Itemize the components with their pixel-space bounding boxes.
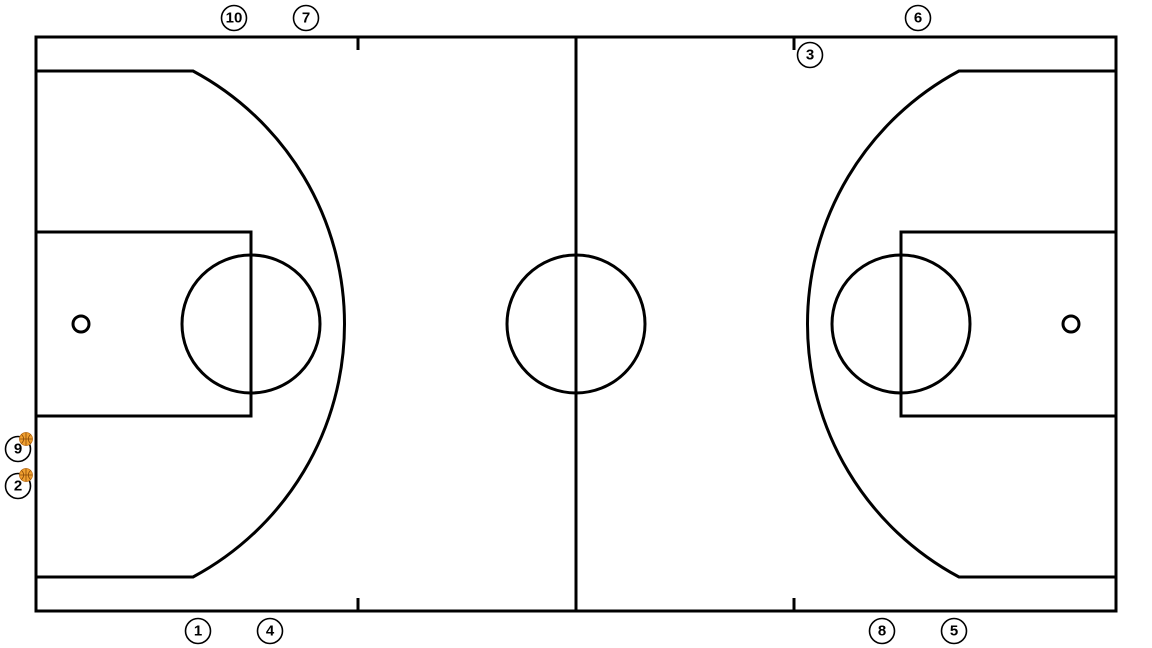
three-point-line-right: [805, 69, 1116, 579]
balls: [19, 432, 33, 482]
player-number: 4: [266, 623, 275, 640]
three-point-line-left: [36, 69, 347, 579]
player-number: 1: [194, 623, 202, 640]
player-6[interactable]: 6: [904, 4, 932, 32]
player-number: 6: [914, 10, 922, 27]
basketball-icon: [19, 468, 33, 482]
players: 10 7 6 3 9 2 1 4 8 5: [4, 4, 968, 645]
player-5[interactable]: 5: [940, 617, 968, 645]
player-4[interactable]: 4: [256, 617, 284, 645]
player-number: 8: [878, 623, 886, 640]
player-3[interactable]: 3: [796, 41, 824, 69]
player-10[interactable]: 10: [220, 4, 248, 32]
free-throw-circle-right: [830, 253, 972, 395]
basket-left: [71, 314, 91, 334]
basketball-icon: [19, 432, 33, 446]
player-1[interactable]: 1: [184, 617, 212, 645]
key-right: [899, 230, 1118, 418]
free-throw-circle-left: [180, 253, 322, 395]
player-number: 9: [14, 441, 22, 458]
player-7[interactable]: 7: [292, 4, 320, 32]
player-number: 5: [950, 623, 958, 640]
court-lines: [34, 35, 1118, 613]
player-number: 7: [302, 10, 310, 27]
player-8[interactable]: 8: [868, 617, 896, 645]
key-left: [34, 230, 253, 418]
center-circle: [505, 253, 647, 395]
basket-right: [1061, 314, 1081, 334]
player-number: 2: [14, 478, 22, 495]
player-number: 3: [806, 47, 814, 64]
player-number: 10: [226, 10, 243, 27]
